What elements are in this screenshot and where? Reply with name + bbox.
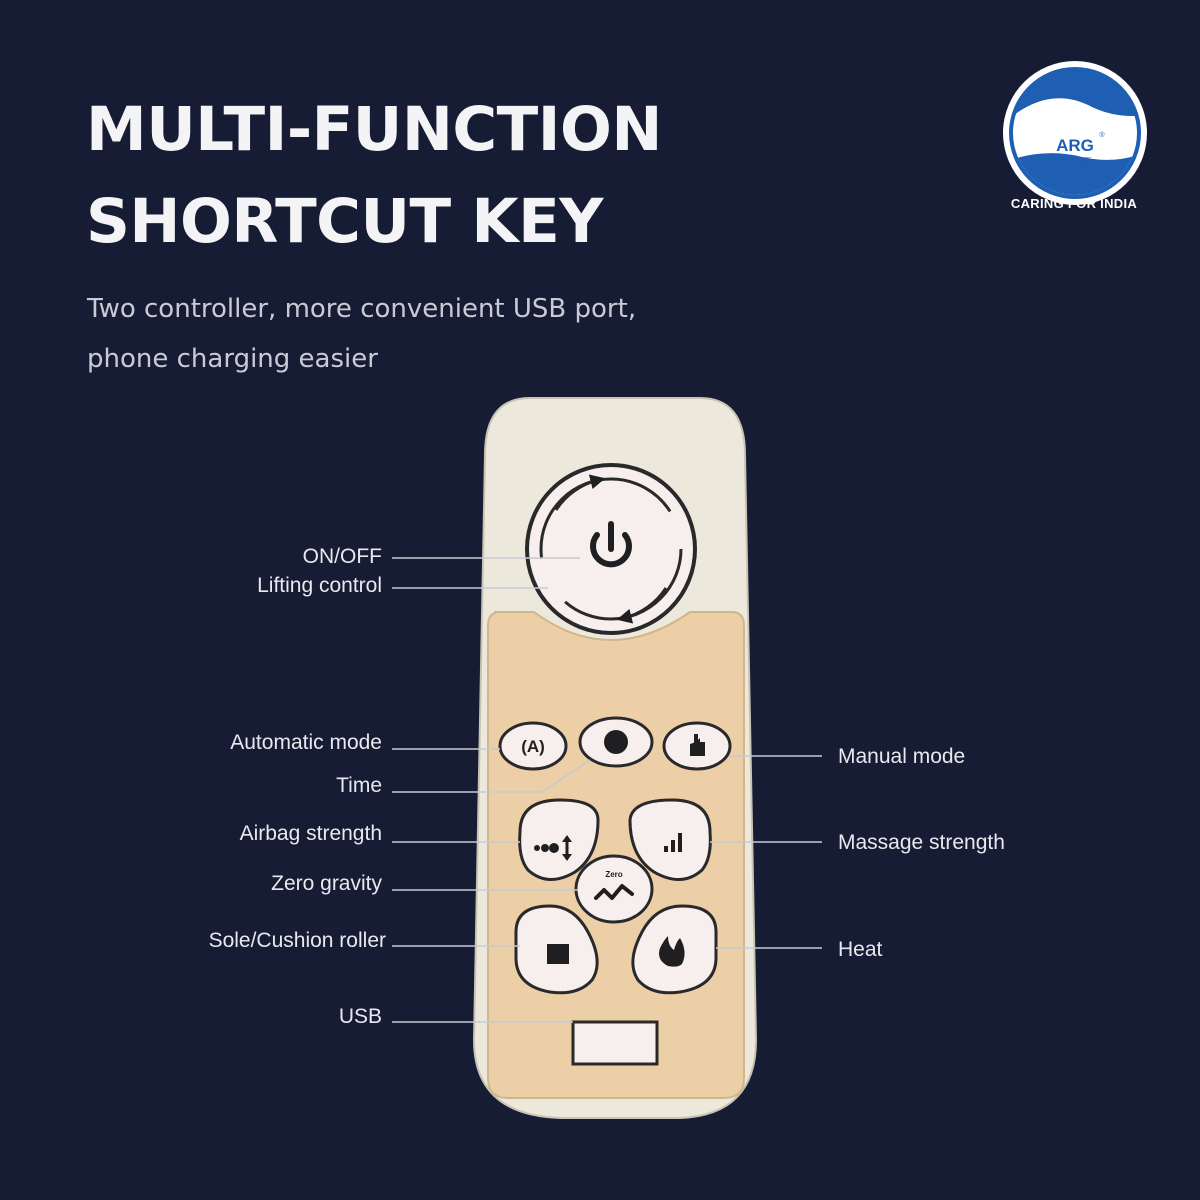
automatic-mode-button[interactable]: (A) (498, 721, 568, 771)
usb-port[interactable] (571, 1020, 659, 1066)
zero-gravity-label: Zero (605, 870, 622, 879)
callout-zero-gravity: Zero gravity (271, 872, 382, 895)
zero-gravity-button[interactable]: Zero (574, 854, 654, 924)
power-button[interactable] (525, 463, 697, 635)
title-line-1: MULTI-FUNCTION (86, 94, 662, 165)
callout-usb: USB (338, 1005, 382, 1028)
leader-time (392, 759, 591, 793)
zero-gravity-icon (594, 884, 634, 900)
callout-automatic-mode: Automatic mode (230, 731, 382, 754)
page-subtitle: Two controller, more convenient USB port… (87, 284, 636, 384)
manual-mode-button[interactable] (662, 721, 732, 771)
callout-manual-mode: Manual mode (838, 745, 966, 768)
logo-registered-mark: ® (1099, 131, 1105, 139)
signal-bars-icon (664, 833, 682, 852)
callout-airbag-strength: Airbag strength (239, 822, 382, 845)
callout-heat: Heat (838, 938, 883, 961)
clock-icon (604, 730, 628, 754)
automatic-mode-label: (A) (521, 737, 545, 756)
callout-on-off: ON/OFF (302, 545, 382, 568)
logo-tagline: CARING FOR INDIA (1010, 196, 1138, 211)
callout-massage-strength: Massage strength (838, 831, 1005, 854)
callout-lifting-control: Lifting control (257, 574, 382, 597)
page-title: MULTI-FUNCTION SHORTCUT KEY (86, 84, 662, 268)
time-button[interactable] (578, 716, 654, 768)
hand-icon (690, 734, 705, 756)
callout-sole-cushion-roller: Sole/Cushion roller (208, 929, 386, 952)
callout-time: Time (336, 774, 382, 797)
stop-square-icon (547, 944, 569, 964)
arg-healthcare-logo: ARG HEALTHCARE ® (1003, 61, 1147, 205)
title-line-2: SHORTCUT KEY (86, 186, 603, 257)
power-icon (590, 521, 632, 568)
airbag-strength-button[interactable] (518, 798, 600, 881)
logo-brand-sub: HEALTHCARE (1058, 157, 1092, 163)
callout-leader-lines (392, 557, 822, 1023)
airbag-icon (534, 835, 572, 861)
flame-icon (659, 936, 685, 967)
massage-strength-button[interactable] (628, 798, 712, 881)
subtitle-line-2: phone charging easier (87, 344, 378, 374)
sole-cushion-roller-button[interactable] (514, 904, 599, 995)
subtitle-line-1: Two controller, more convenient USB port… (87, 294, 637, 324)
logo-brand-text: ARG (1056, 136, 1094, 155)
heat-button[interactable] (631, 904, 718, 995)
